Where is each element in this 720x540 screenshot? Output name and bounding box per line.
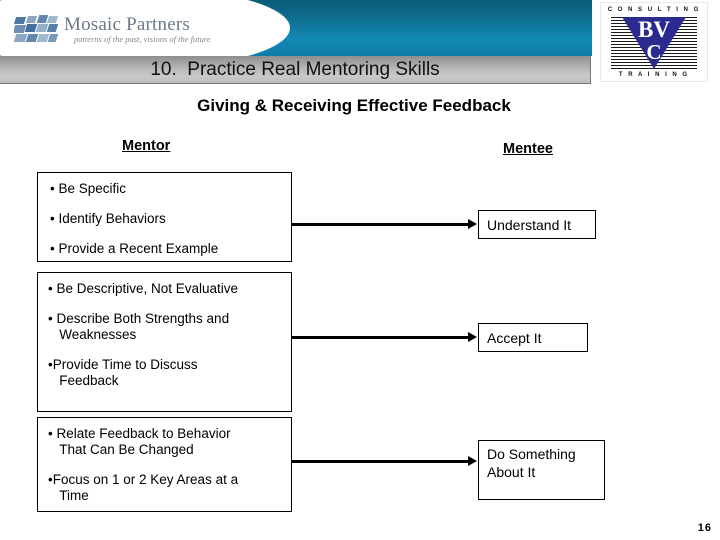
mentor-box: • Be Descriptive, Not Evaluative • Descr… <box>37 272 292 412</box>
header-banner: Mosaic Partners patterns of the past, vi… <box>0 0 592 56</box>
mentor-box: • Relate Feedback to Behavior That Can B… <box>37 417 292 512</box>
connector-line <box>292 460 470 463</box>
bullet-item: • Identify Behaviors <box>50 211 166 226</box>
connector-line <box>292 223 470 226</box>
arrow-head-icon <box>468 219 477 229</box>
bvc-consulting-label: C O N S U L T I N G <box>607 7 701 13</box>
mentee-box-label: Accept It <box>487 329 542 346</box>
bullet-item: • Be Specific <box>50 181 127 196</box>
mentee-box: Accept It <box>478 323 588 352</box>
mentor-box: • Be Specific • Identify Behaviors • Pro… <box>37 172 292 262</box>
bvc-training-label: T R A I N I N G <box>618 72 690 78</box>
bvc-letters-line2: C <box>646 40 662 64</box>
bvc-letters-line1: BV <box>638 17 670 42</box>
connector-line <box>292 336 470 339</box>
bullet-item: • Be Descriptive, Not Evaluative <box>48 281 239 296</box>
page-number: 16 <box>697 522 712 534</box>
mentee-box: Understand It <box>478 210 596 239</box>
mosaic-tiles-icon <box>14 15 58 43</box>
mentor-column-heading: Mentor <box>122 138 171 154</box>
slide-title-bar: 10. Practice Real Mentoring Skills <box>0 56 591 84</box>
mentee-column-heading: Mentee <box>503 141 553 157</box>
bvc-letters: BV C <box>622 17 686 65</box>
bullet-item: • Provide a Recent Example <box>50 241 219 256</box>
mosaic-partners-logo: Mosaic Partners patterns of the past, vi… <box>14 10 264 48</box>
mentee-box-label: Do Something About It <box>487 446 576 480</box>
page-title: 10. Practice Real Mentoring Skills <box>150 58 440 80</box>
bullet-item: • Relate Feedback to Behavior That Can B… <box>48 426 231 457</box>
bvc-triangle-icon <box>622 17 686 69</box>
bullet-item: •Focus on 1 or 2 Key Areas at a Time <box>48 472 239 503</box>
arrow-head-icon <box>468 332 477 342</box>
brand-tagline: patterns of the past, visions of the fut… <box>74 33 211 44</box>
arrow-head-icon <box>468 456 477 466</box>
bvc-logo: C O N S U L T I N G BV C T R A I N I N G <box>600 2 708 82</box>
mentee-box-label: Understand It <box>487 216 572 233</box>
mentee-box: Do Something About It <box>478 440 605 500</box>
brand-name: Mosaic Partners <box>64 13 190 35</box>
mosaic-wordmark: Mosaic Partners patterns of the past, vi… <box>64 15 211 44</box>
bullet-item: •Provide Time to Discuss Feedback <box>48 357 198 388</box>
bullet-item: • Describe Both Strengths and Weaknesses <box>48 311 230 342</box>
slide-subtitle: Giving & Receiving Effective Feedback <box>197 96 511 115</box>
